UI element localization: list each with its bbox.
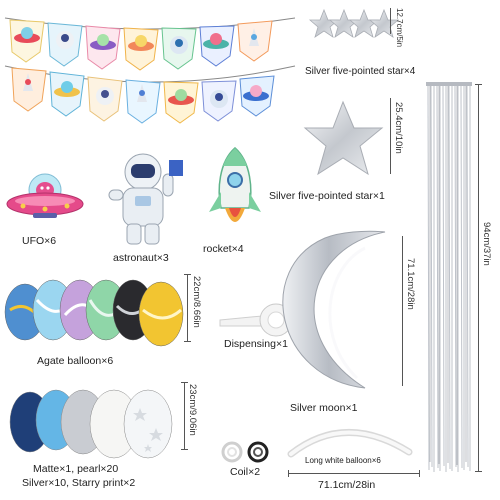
silver-star-set-icon — [308, 8, 400, 38]
agate-size-label: 22cm/8.66in — [191, 276, 202, 328]
ufo-icon — [6, 173, 84, 218]
moon-label: Silver moon×1 — [290, 402, 358, 414]
moon-size-label: 71.1cm/28in — [405, 258, 416, 310]
star1-size-label: 25.4cm/10in — [393, 102, 404, 154]
tinsel-curtain-icon — [426, 82, 472, 472]
matte-size-label: 23cm/9.06in — [187, 384, 198, 436]
long-balloon-label: Long white balloon×6 — [305, 456, 381, 465]
rocket-label: rocket×4 — [203, 243, 244, 255]
matte-label-line2: Silver×10, Starry print×2 — [22, 477, 136, 489]
agate-label: Agate balloon×6 — [37, 355, 114, 367]
star4-label: Silver five-pointed star×4 — [305, 66, 416, 77]
agate-balloons-icon — [4, 279, 184, 347]
astronaut-label: astronaut×3 — [113, 252, 169, 264]
curtain-size-label: 94cm/37in — [481, 222, 492, 266]
long-balloon-icon — [287, 429, 413, 458]
rocket-icon — [209, 147, 261, 222]
silver-moon-icon — [282, 230, 386, 389]
latex-balloons-icon — [9, 389, 173, 459]
star1-label: Silver five-pointed star×1 — [269, 190, 385, 202]
ufo-label: UFO×6 — [22, 235, 57, 247]
silver-star-large-icon — [303, 100, 384, 176]
coil-ribbon-icon — [221, 441, 269, 463]
matte-label-line1: Matte×1, pearl×20 — [33, 463, 119, 475]
long-balloon-size-label: 71.1cm/28in — [318, 479, 376, 491]
space-banner-garland — [4, 17, 296, 124]
star4-size-label: 12.7cm/5in — [395, 8, 404, 48]
coil-label: Coil×2 — [230, 466, 261, 478]
dispensing-label: Dispensing×1 — [224, 338, 288, 350]
astronaut-icon — [108, 153, 183, 245]
